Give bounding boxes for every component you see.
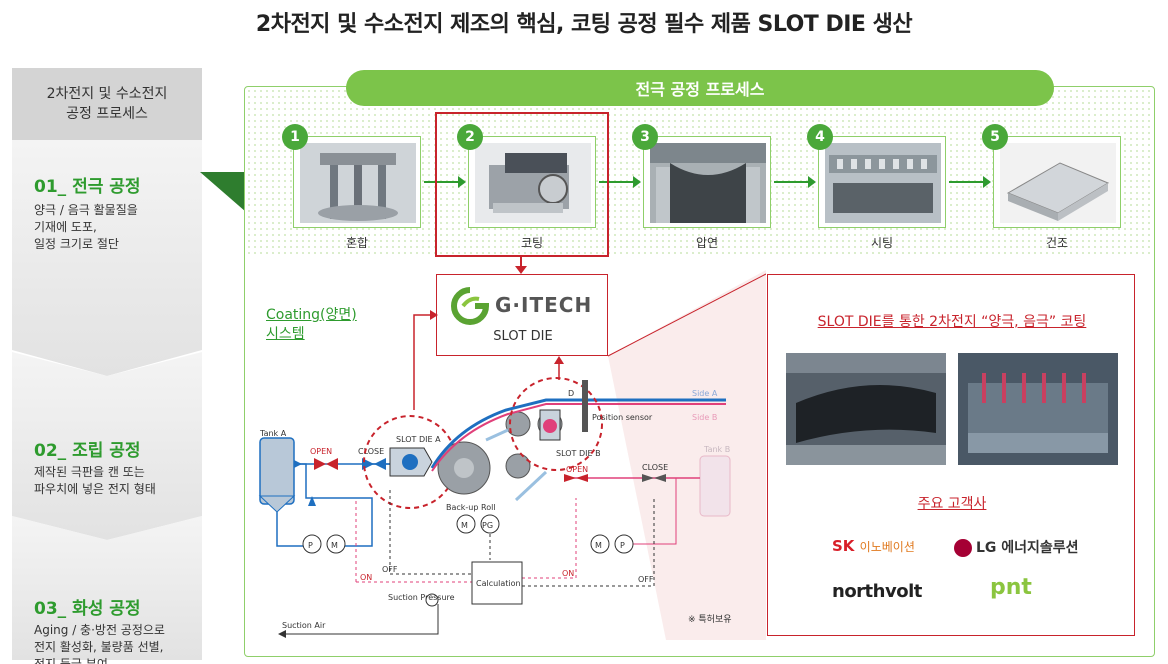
sheeting-photo — [825, 143, 941, 223]
tank-a — [259, 437, 295, 505]
coating-system-diagram: Tank A OPEN CLOSE P M SLOT DIE A Back-up… — [258, 270, 766, 640]
sk-sub-text: 이노베이션 — [859, 540, 915, 554]
stage-bg-shape — [12, 352, 202, 540]
suction-air-label: Suction Air — [282, 621, 326, 630]
coating-photo — [475, 143, 591, 223]
off-label: OFF — [382, 565, 398, 574]
step-label: 건조 — [1045, 236, 1069, 250]
sk-innovation-logo: SK 이노베이션 — [832, 537, 915, 555]
side-a-label: Side A — [692, 389, 718, 398]
on-label: ON — [360, 573, 372, 582]
mixing-photo — [300, 143, 416, 223]
step-number: 3 — [632, 124, 658, 150]
step-number: 1 — [282, 124, 308, 150]
sk-text: SK — [832, 537, 855, 555]
stages-header: 2차전지 및 수소전지 공정 프로세스 — [12, 68, 202, 140]
step-mixing — [293, 136, 421, 228]
stages-header-text: 2차전지 및 수소전지 공정 프로세스 — [46, 86, 168, 122]
page-title: 2차전지 및 수소전지 제조의 핵심, 코팅 공정 필수 제품 SLOT DIE… — [255, 12, 913, 37]
flow-arrow — [949, 176, 991, 188]
close-label: CLOSE — [642, 463, 668, 472]
d-label: D — [568, 389, 574, 398]
step-coating — [468, 136, 596, 228]
stage-electrode: 01_ 전극 공정 양극 / 음극 활물질을 기재에 도포, 일정 크기로 절단 — [12, 140, 202, 376]
backup-roll-label: Back-up Roll — [446, 503, 496, 512]
stage-desc: Aging / 충·방전 공정으로 전지 활성화, 불량품 선별, 전지 등급 … — [34, 623, 165, 664]
stage-bg-shape — [12, 516, 202, 660]
stage-title: 03_ 화성 공정 — [34, 599, 141, 619]
motor-m: M — [331, 541, 338, 550]
stage-assembly: 02_ 조립 공정 제작된 극판을 캔 또는 파우치에 넣은 전지 형태 — [12, 352, 202, 540]
step-label: 코팅 — [520, 236, 544, 250]
close-label: CLOSE — [358, 447, 384, 456]
motor-m: M — [461, 521, 468, 530]
stage-title: 02_ 조립 공정 — [34, 441, 141, 461]
step-label: 시팅 — [870, 236, 894, 250]
down-arrow — [515, 257, 527, 274]
coating-photo-2 — [958, 353, 1118, 465]
step-sheeting — [818, 136, 946, 228]
tank-b-label: Tank B — [703, 445, 730, 454]
gitech-logo-icon — [451, 287, 489, 325]
drying-photo — [1000, 143, 1116, 223]
coating-highlight — [435, 112, 609, 257]
pointer-triangle — [200, 172, 246, 212]
stage-desc: 양극 / 음극 활물질을 기재에 도포, 일정 크기로 절단 — [34, 203, 138, 251]
slot-die-b-label: SLOT DIE B — [556, 449, 601, 458]
suction-pressure-label: Suction Pressure — [388, 593, 455, 602]
step-number: 2 — [457, 124, 483, 150]
pnt-logo: pnt — [990, 575, 1032, 600]
flow-arrow — [774, 176, 816, 188]
off-label: OFF — [638, 575, 654, 584]
slot-die-b-highlight — [509, 377, 603, 471]
tank-a-label: Tank A — [259, 429, 287, 438]
stage-title: 01_ 전극 공정 — [34, 177, 141, 197]
step-label: 혼합 — [345, 236, 369, 250]
pump-p: P — [308, 541, 313, 550]
lg-text: LG 에너지솔루션 — [976, 540, 1079, 556]
slot-die-coating-panel: SLOT DIE를 통한 2차전지 “양극, 음극” 코팅 주요 고객사 SK … — [767, 274, 1135, 636]
lg-face-icon — [954, 539, 972, 557]
stage-formation: 03_ 화성 공정 Aging / 충·방전 공정으로 전지 활성화, 불량품 … — [12, 516, 202, 664]
patent-note: ※ 특허보유 — [688, 615, 732, 625]
position-sensor-label: Position sensor — [592, 413, 653, 422]
step-label: 압연 — [695, 236, 719, 250]
pressing-photo — [650, 143, 766, 223]
step-pressing — [643, 136, 771, 228]
pg-label: PG — [482, 521, 493, 530]
motor-m: M — [595, 541, 602, 550]
coating-photo-1 — [786, 353, 946, 465]
coating-system-label: Coating(양면) 시스템 — [266, 307, 357, 342]
step-number: 4 — [807, 124, 833, 150]
stage-bg-shape — [12, 140, 202, 376]
on-label: ON — [562, 569, 574, 578]
open-label: OPEN — [310, 447, 332, 456]
lg-energy-logo: LG 에너지솔루션 — [954, 537, 1079, 557]
process-title: 전극 공정 프로세스 — [346, 70, 1054, 106]
product-name: SLOT DIE — [493, 329, 553, 344]
flow-arrow — [424, 176, 466, 188]
step-number: 5 — [982, 124, 1008, 150]
process-stages-column: 2차전지 및 수소전지 공정 프로세스 01_ 전극 공정 양극 / 음극 활물… — [12, 68, 202, 664]
side-b-label: Side B — [692, 413, 717, 422]
open-label: OPEN — [566, 465, 588, 474]
highlight-wedge — [608, 270, 766, 640]
northvolt-logo: northvolt — [832, 581, 922, 602]
customers-title: 주요 고객사 — [917, 496, 987, 512]
slot-die-a-label: SLOT DIE A — [396, 435, 441, 444]
calculation-label: Calculation — [476, 579, 521, 588]
brand-name: G·ITECH — [495, 293, 593, 317]
flow-arrow — [599, 176, 641, 188]
coating-panel-title: SLOT DIE를 통한 2차전지 “양극, 음극” 코팅 — [817, 314, 1087, 330]
pump-p: P — [620, 541, 625, 550]
slot-die-logo-box: G·ITECH SLOT DIE — [436, 274, 608, 356]
stage-desc: 제작된 극판을 캔 또는 파우치에 넣은 전지 형태 — [34, 465, 156, 496]
step-drying — [993, 136, 1121, 228]
